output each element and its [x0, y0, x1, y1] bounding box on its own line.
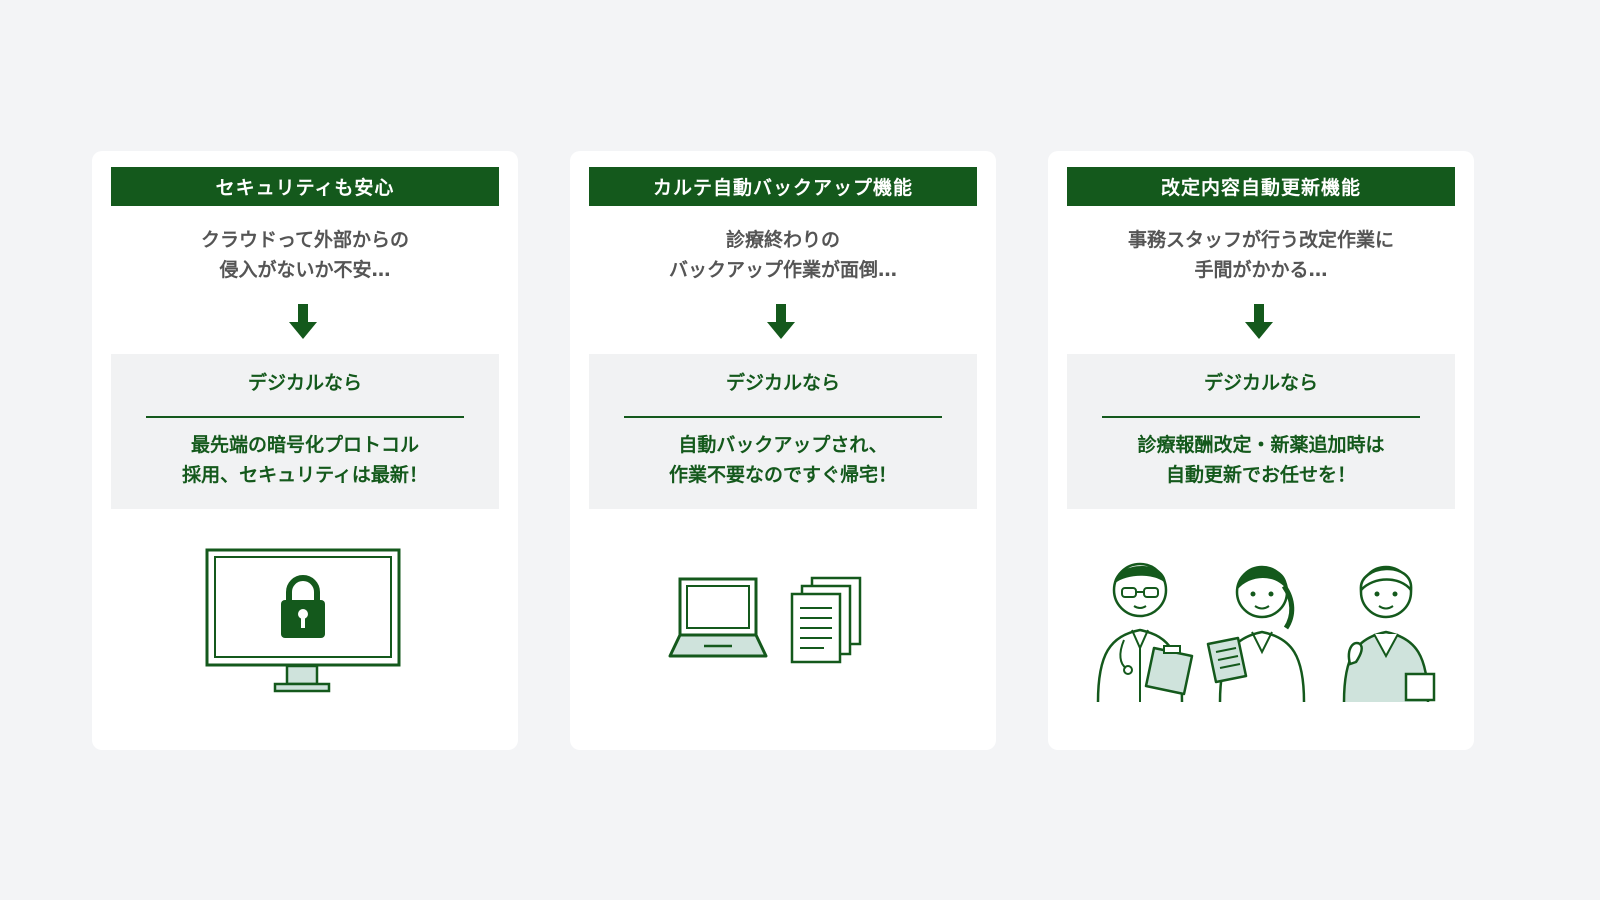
solution-box: デジカルなら 診療報酬改定・新薬追加時は 自動更新でお任せを！	[1067, 354, 1455, 509]
feature-card-backup: カルテ自動バックアップ機能 診療終わりの バックアップ作業が面倒… デジカルなら…	[570, 151, 996, 750]
solution-label: デジカルなら	[725, 372, 840, 394]
laptop-documents-icon	[668, 576, 862, 664]
illustration	[92, 536, 518, 716]
illustration	[1048, 536, 1474, 716]
solution-label: デジカルなら	[1203, 372, 1318, 394]
arrow-down-icon	[1245, 304, 1273, 339]
solution-box: デジカルなら 自動バックアップされ、 作業不要なのですぐ帰宅！	[589, 354, 977, 509]
problem-text: クラウドって外部からの 侵入がないか不安…	[111, 225, 499, 285]
solution-line: 採用、セキュリティは最新！	[182, 464, 428, 486]
card-title: カルテ自動バックアップ機能	[589, 167, 977, 206]
doctor-figure	[1096, 562, 1194, 703]
illustration	[570, 536, 996, 716]
solution-line: 最先端の暗号化プロトコル	[190, 434, 419, 456]
solution-box: デジカルなら 最先端の暗号化プロトコル 採用、セキュリティは最新！	[111, 354, 499, 509]
solution-line: 自動バックアップされ、	[678, 434, 888, 456]
card-title: セキュリティも安心	[111, 167, 499, 206]
problem-line: バックアップ作業が面倒…	[668, 259, 897, 281]
solution-line: 診療報酬改定・新薬追加時は	[1137, 434, 1385, 456]
problem-line: 手間がかかる…	[1194, 259, 1328, 281]
solution-label: デジカルなら	[247, 372, 362, 394]
solution-text: 自動バックアップされ、 作業不要なのですぐ帰宅！	[589, 430, 977, 490]
solution-line: 作業不要なのですぐ帰宅！	[668, 464, 897, 486]
feature-cards: セキュリティも安心 クラウドって外部からの 侵入がないか不安… デジカルなら 最…	[92, 151, 1474, 750]
arrow-down-icon	[289, 304, 317, 339]
divider	[624, 416, 942, 418]
feature-card-revision: 改定内容自動更新機能 事務スタッフが行う改定作業に 手間がかかる… デジカルなら…	[1048, 151, 1474, 750]
problem-text: 診療終わりの バックアップ作業が面倒…	[589, 225, 977, 285]
monitor-lock-icon	[205, 548, 401, 693]
problem-line: 侵入がないか不安…	[219, 259, 391, 281]
staff-figure	[1342, 565, 1436, 703]
nurse-figure	[1206, 565, 1306, 703]
solution-text: 診療報酬改定・新薬追加時は 自動更新でお任せを！	[1067, 430, 1455, 490]
problem-line: 事務スタッフが行う改定作業に	[1127, 229, 1394, 251]
solution-line: 自動更新でお任せを！	[1165, 464, 1356, 486]
problem-line: クラウドって外部からの	[200, 229, 410, 251]
divider	[1102, 416, 1420, 418]
feature-card-security: セキュリティも安心 クラウドって外部からの 侵入がないか不安… デジカルなら 最…	[92, 151, 518, 750]
solution-text: 最先端の暗号化プロトコル 採用、セキュリティは最新！	[111, 430, 499, 490]
divider	[146, 416, 464, 418]
problem-line: 診療終わりの	[725, 229, 840, 251]
card-title: 改定内容自動更新機能	[1067, 167, 1455, 206]
problem-text: 事務スタッフが行う改定作業に 手間がかかる…	[1067, 225, 1455, 285]
arrow-down-icon	[767, 304, 795, 339]
medical-staff-icon	[1096, 562, 1436, 703]
